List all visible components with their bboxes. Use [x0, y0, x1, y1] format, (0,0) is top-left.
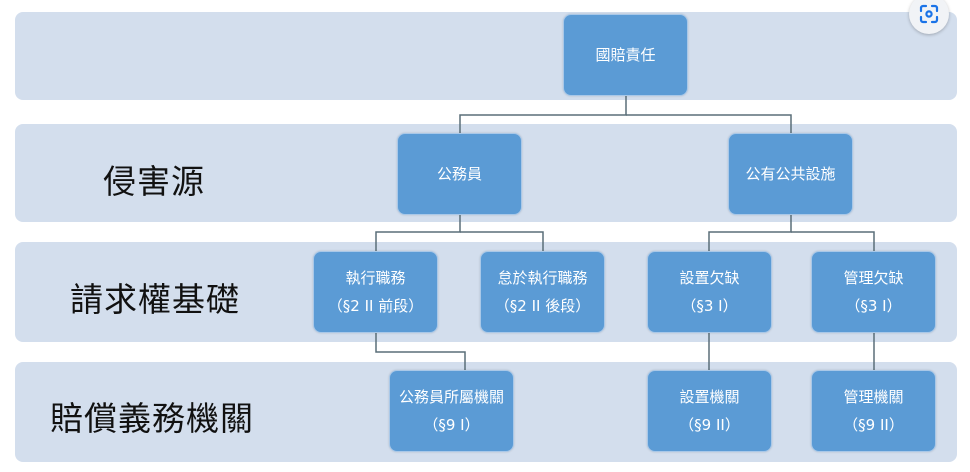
- connector-servant-right: [460, 231, 544, 251]
- node-civil-servant: 公務員: [397, 133, 522, 215]
- node-title: 公務員: [436, 165, 482, 183]
- node-ref: （§2 II 前段）: [327, 297, 424, 315]
- band-root: [15, 12, 957, 100]
- node-ref: （§2 II 後段）: [494, 297, 591, 315]
- node-public-facility: 公有公共設施: [728, 133, 853, 215]
- lens-search-icon: [919, 4, 939, 24]
- connector-servant: [375, 215, 461, 251]
- connector-root-right: [626, 114, 792, 133]
- connector-duty-exec: [375, 333, 466, 370]
- node-title: 管理機關: [843, 388, 904, 406]
- node-servant-agency: 公務員所屬機關 （§9 I）: [389, 370, 514, 452]
- node-title: 公有公共設施: [745, 165, 836, 183]
- node-duty-neglect: 怠於執行職務 （§2 II 後段）: [480, 251, 605, 333]
- node-ref: （§3 I）: [845, 297, 902, 315]
- row-label-basis: 請求權基礎: [70, 280, 240, 319]
- connector-facility: [708, 215, 792, 251]
- node-install-defect: 設置欠缺 （§3 I）: [647, 251, 772, 333]
- node-title: 怠於執行職務: [497, 269, 588, 287]
- node-install-agency: 設置機關 （§9 II）: [647, 370, 772, 452]
- connector-root: [459, 96, 627, 133]
- node-ref: （§9 II）: [679, 416, 740, 434]
- node-title: 設置機關: [679, 388, 740, 406]
- node-manage-agency: 管理機關 （§9 II）: [811, 370, 936, 452]
- node-title: 公務員所屬機關: [398, 388, 504, 406]
- row-label-source: 侵害源: [103, 162, 205, 201]
- node-ref: （§9 II）: [843, 416, 904, 434]
- node-title: 國賠責任: [595, 46, 656, 64]
- node-title: 設置欠缺: [679, 269, 740, 287]
- node-ref: （§3 I）: [681, 297, 738, 315]
- lens-search-button[interactable]: [909, 0, 949, 34]
- node-title: 執行職務: [345, 269, 406, 287]
- node-root: 國賠責任: [563, 14, 688, 96]
- row-label-obligor: 賠償義務機關: [50, 399, 254, 438]
- node-manage-defect: 管理欠缺 （§3 I）: [811, 251, 936, 333]
- node-duty-exec: 執行職務 （§2 II 前段）: [313, 251, 438, 333]
- connector-facility-right: [791, 231, 875, 251]
- node-title: 管理欠缺: [843, 269, 904, 287]
- node-ref: （§9 I）: [423, 416, 480, 434]
